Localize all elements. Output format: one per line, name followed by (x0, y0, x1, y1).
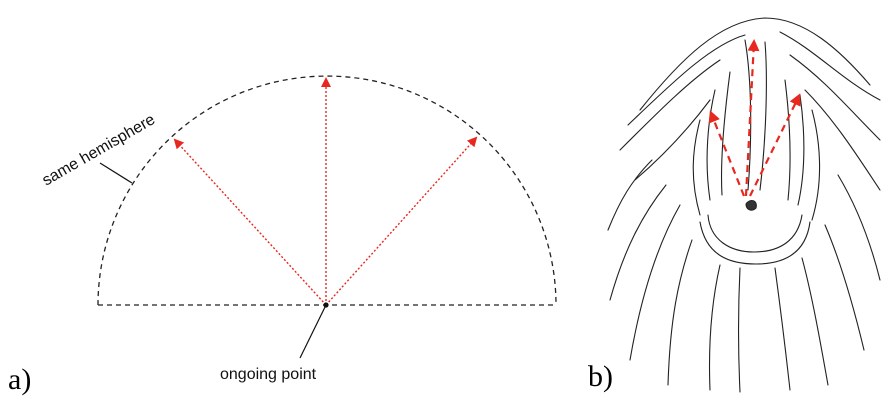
panel-b-letter: b) (588, 360, 613, 393)
arc-label-leader (99, 162, 133, 184)
hemisphere-arc (97, 75, 557, 306)
sketch-arrow-up (744, 39, 760, 197)
sketch-strokes (607, 17, 881, 393)
panel-b: b) (580, 0, 888, 394)
hemisphere-diagram: same hemisphere ongoing point (40, 75, 557, 383)
bud-sketch (607, 17, 881, 393)
arrow-right (325, 136, 478, 306)
origin-label: ongoing point (220, 366, 317, 383)
sketch-arrow-right (749, 93, 801, 197)
panel-a-letter: a) (8, 363, 32, 396)
panel-a: same hemisphere ongoing point a) (8, 75, 557, 396)
origin-label-leader (299, 304, 327, 359)
arc-label: same hemisphere (40, 111, 159, 189)
sketch-arrow-left (708, 110, 746, 197)
arrow-left (173, 138, 327, 306)
